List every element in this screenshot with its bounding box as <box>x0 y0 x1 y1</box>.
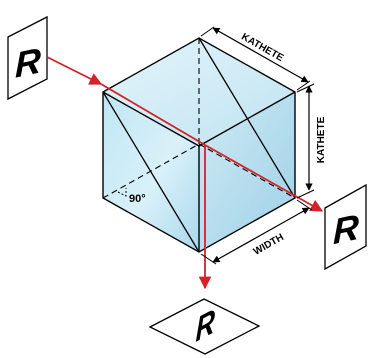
width-label: WIDTH <box>252 232 286 258</box>
beams <box>46 56 324 290</box>
cube: 90° <box>102 37 296 253</box>
kathete-top-label: KATHETE <box>239 32 285 65</box>
card-left: R <box>7 15 48 101</box>
double-arrow-icon <box>212 27 309 83</box>
beam-input <box>46 56 103 85</box>
dimension-kathete-top <box>200 26 311 91</box>
cube-edge-top-left <box>102 91 200 147</box>
beam-through-cube <box>100 83 206 146</box>
card-left-letter: R <box>15 40 42 86</box>
beam-transmitted <box>204 144 324 212</box>
dimension-kathete-side <box>296 83 315 199</box>
card-bottom-frame <box>148 298 261 355</box>
card-left-frame <box>7 15 48 101</box>
right-angle-marker <box>117 188 127 197</box>
card-bottom: R <box>148 298 261 355</box>
angle-label: 90° <box>129 193 146 205</box>
card-right: R <box>324 183 367 271</box>
card-right-letter: R <box>333 206 360 252</box>
card-bottom-letter: R <box>195 301 216 350</box>
card-right-frame <box>324 183 367 271</box>
kathete-side-label: KATHETE <box>316 116 327 163</box>
double-arrow-icon <box>212 207 310 263</box>
dimension-width <box>200 199 313 265</box>
